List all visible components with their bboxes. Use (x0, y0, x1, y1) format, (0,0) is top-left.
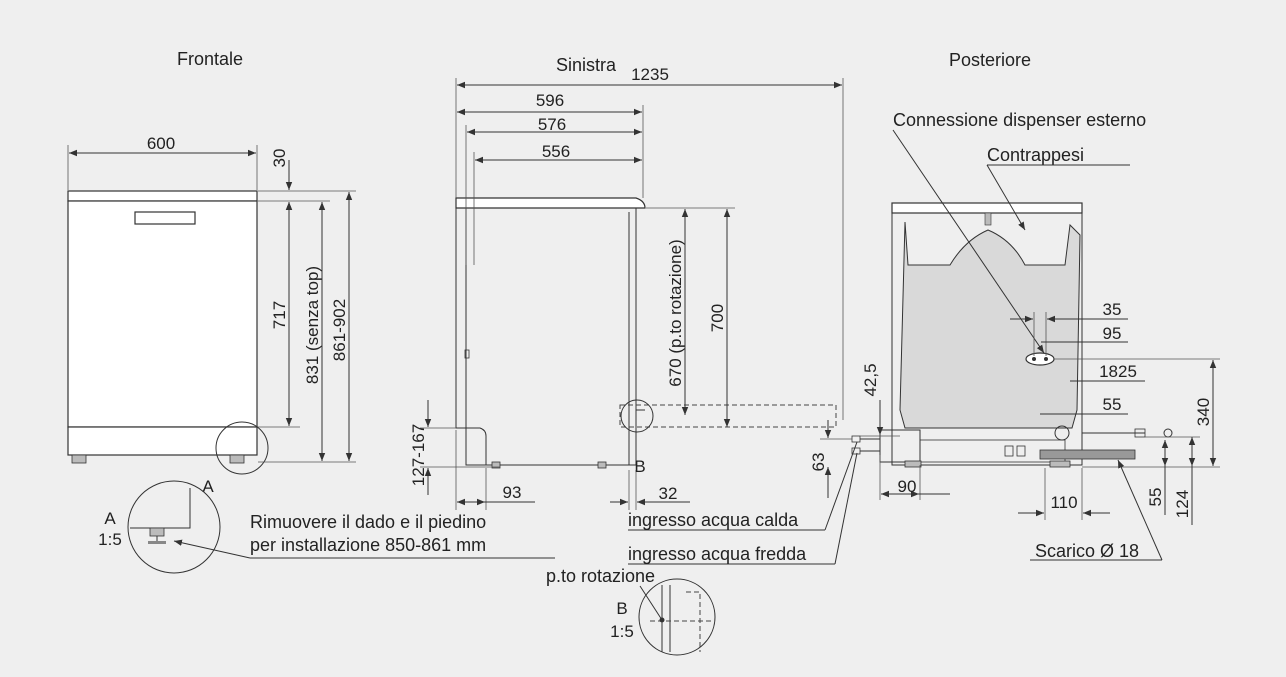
detail-a-note-2: per installazione 850-861 mm (250, 535, 486, 555)
detail-a: A 1:5 Rimuovere il dado e il piedino per… (98, 480, 555, 574)
rear-dim-63: 63 (809, 453, 828, 472)
water-labels: ingresso acqua calda ingresso acqua fred… (628, 441, 858, 565)
left-dim-556: 556 (542, 142, 570, 161)
rear-view-title: Posteriore (949, 50, 1031, 70)
left-dim-127: 127-167 (409, 424, 428, 486)
front-top-panel (67, 190, 258, 202)
cold-water-label: ingresso acqua fredda (628, 544, 807, 564)
detail-a-callout-circle (215, 421, 269, 475)
rear-dim-55b: 55 (1146, 488, 1165, 507)
front-foot-left (71, 454, 87, 464)
detail-b-title: p.to rotazione (546, 566, 655, 586)
drain-label: Scarico Ø 18 (1035, 541, 1139, 561)
detail-a-letter: A (104, 509, 116, 528)
hot-water-label: ingresso acqua calda (628, 510, 799, 530)
detail-b-scale: 1:5 (610, 622, 634, 641)
front-plinth (67, 426, 258, 456)
dispenser-label: Connessione dispenser esterno (893, 110, 1146, 130)
rear-dim-124: 124 (1173, 490, 1192, 518)
front-dim-717: 717 (270, 301, 289, 329)
rear-dim-90: 90 (898, 477, 917, 496)
front-handle (134, 211, 196, 225)
front-dim-831: 831 (senza top) (303, 266, 322, 384)
rear-dim-55a: 55 (1103, 395, 1122, 414)
rear-panel (899, 221, 1081, 429)
rear-frame (891, 213, 1083, 466)
detail-b-letter: B (616, 599, 627, 618)
left-view: 1235 596 576 556 670 (p.to rotazione) 70… (409, 65, 844, 510)
rear-dim-42-5: 42,5 (861, 363, 880, 396)
rear-view: Connessione dispenser esterno Contrappes… (809, 110, 1220, 561)
left-b-marker: B (634, 457, 645, 476)
drain-hose (1039, 449, 1136, 460)
left-dim-1235: 1235 (631, 65, 669, 84)
left-top-panel (455, 197, 646, 209)
rear-top-panel (891, 202, 1083, 214)
left-dim-93: 93 (503, 483, 522, 502)
left-dim-576: 576 (538, 115, 566, 134)
front-door (67, 200, 258, 428)
detail-a-scale: 1:5 (98, 530, 122, 549)
front-view: A 600 30 717 831 (senza top) 861-902 (67, 134, 356, 496)
detail-b: p.to rotazione B 1:5 (546, 566, 716, 656)
detail-a-callout-letter: A (202, 477, 214, 496)
left-body (465, 208, 637, 466)
front-dim-width: 600 (147, 134, 175, 153)
counterweights-label: Contrappesi (987, 145, 1084, 165)
dispenser-connection (1025, 352, 1055, 366)
rear-dim-35: 35 (1103, 300, 1122, 319)
front-foot-right (229, 454, 245, 464)
left-dim-32: 32 (659, 484, 678, 503)
detail-a-note-1: Rimuovere il dado e il piedino (250, 512, 486, 532)
rear-dim-1825: 1825 (1099, 362, 1137, 381)
front-view-title: Frontale (177, 49, 243, 69)
open-door-outline (619, 404, 837, 428)
detail-b-callout-circle (620, 399, 654, 433)
front-dim-top: 30 (270, 149, 289, 168)
left-dim-670: 670 (p.to rotazione) (666, 239, 685, 386)
left-rear-block (455, 208, 487, 465)
left-view-title: Sinistra (556, 55, 617, 75)
left-dim-700: 700 (708, 304, 727, 332)
rear-dim-95: 95 (1103, 324, 1122, 343)
rear-dim-340: 340 (1194, 398, 1213, 426)
front-dim-861: 861-902 (330, 299, 349, 361)
rear-dim-110: 110 (1050, 493, 1077, 512)
left-dim-596: 596 (536, 91, 564, 110)
